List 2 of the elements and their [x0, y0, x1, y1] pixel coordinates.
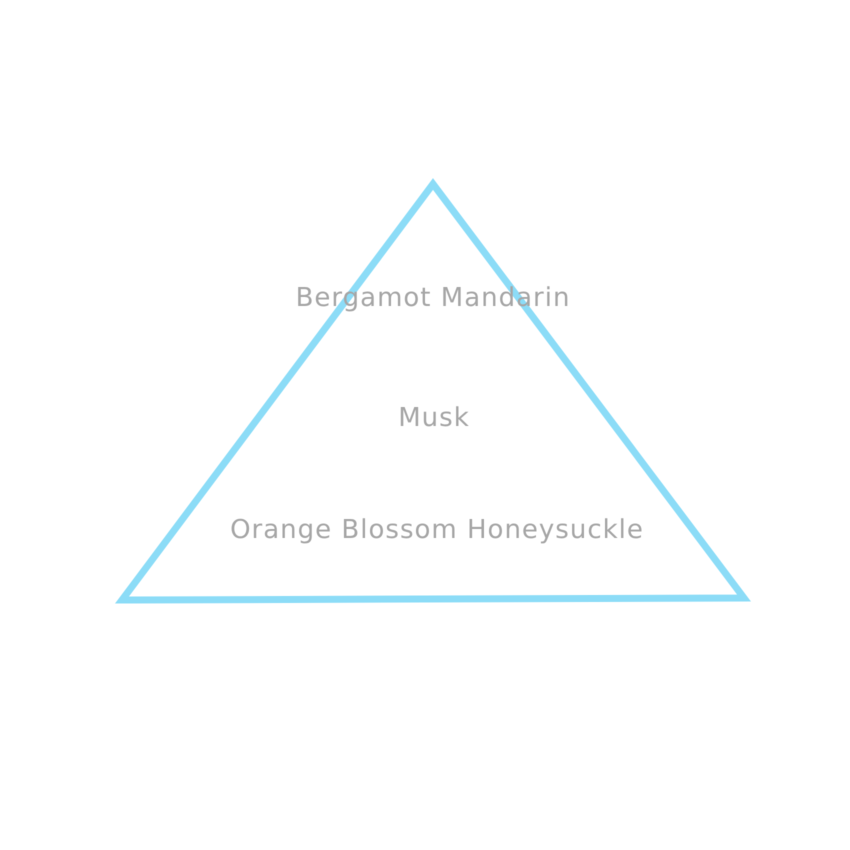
note-label: Orange Blossom Honeysuckle [230, 515, 644, 545]
note-label: Musk [398, 403, 470, 433]
